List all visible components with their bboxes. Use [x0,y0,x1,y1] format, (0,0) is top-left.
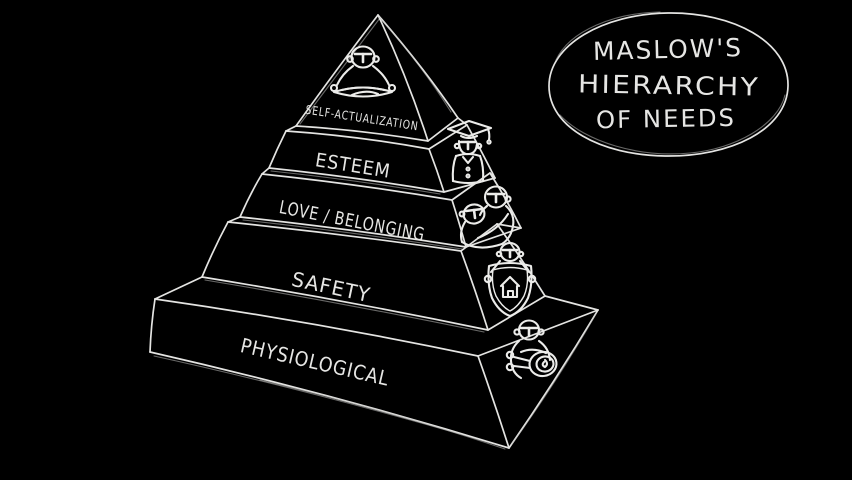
front-face-edge [239,216,467,248]
front-face-edge [239,173,263,218]
sketch-restroke [153,355,461,435]
bubble-title-line-1: MASLOW'S [593,33,744,66]
hugging-couple-icon [458,185,515,249]
person-holding-meat-icon [505,319,558,380]
slab-top-edge [460,223,498,252]
side-face-edge [496,223,546,297]
slab-top-edge [285,130,430,150]
pyramid: SELF-ACTUALIZATION [149,14,599,450]
slab-top-edge [261,173,453,201]
front-face-edge [201,221,229,278]
step-connector [261,167,270,175]
side-face-edge [443,177,496,193]
sketch-restroke [299,17,381,125]
level-label-safety: SAFETY [290,267,373,307]
sketch-restroke [270,170,441,195]
slab-top-edge [428,124,468,150]
step-connector [457,117,468,126]
step-connector [544,295,599,311]
sketch-restroke [511,313,597,445]
sketch-restroke [259,379,506,450]
front-face-edge [477,355,510,449]
front-face-edge [377,14,429,142]
sketch-restroke [559,94,786,155]
slab-top-edge [451,172,491,201]
front-face-edge [295,14,379,127]
side-face-edge [377,14,459,119]
step-connector [227,216,241,223]
front-face-edge [295,125,429,142]
step-connector [154,276,203,300]
speech-bubble-outline [548,12,789,157]
title-bubble: MASLOW'S HIERARCHY OF NEEDS [548,11,789,157]
pyramid-level-esteem: ESTEEM [268,117,496,195]
pyramid-level-physiological: PHYSIOLOGICAL [149,276,599,450]
front-face-edge [460,250,489,331]
level-label-love-belonging: LOVE / BELONGING [277,197,426,246]
front-face-edge [268,167,445,193]
front-face-edge [201,276,489,331]
slab-top-edge [154,298,479,357]
person-holding-shield-with-house-icon [483,241,537,318]
front-face-edge [268,130,287,169]
step-connector [285,125,297,132]
front-face-edge [428,148,445,193]
pyramid-level-self-actualization: SELF-ACTUALIZATION [295,14,459,142]
bubble-title-line-2: HIERARCHY [578,69,760,101]
bubble-title-line-3: OF NEEDS [596,104,736,134]
side-face-edge [427,117,459,142]
meditating-person-icon [329,45,397,98]
level-label-self-actualization: SELF-ACTUALIZATION [305,103,420,134]
slab-top-edge [227,221,462,252]
sketch-restroke [242,219,463,250]
side-face-edge [466,124,496,179]
front-face-edge [149,298,156,353]
sketch-restroke [204,279,485,333]
sketch-restroke [555,11,661,61]
level-label-physiological: PHYSIOLOGICAL [238,333,392,391]
pyramid-level-safety: SAFETY [201,216,546,333]
step-connector [496,223,522,229]
sketch-restroke [378,16,452,113]
side-face-edge [508,309,599,449]
